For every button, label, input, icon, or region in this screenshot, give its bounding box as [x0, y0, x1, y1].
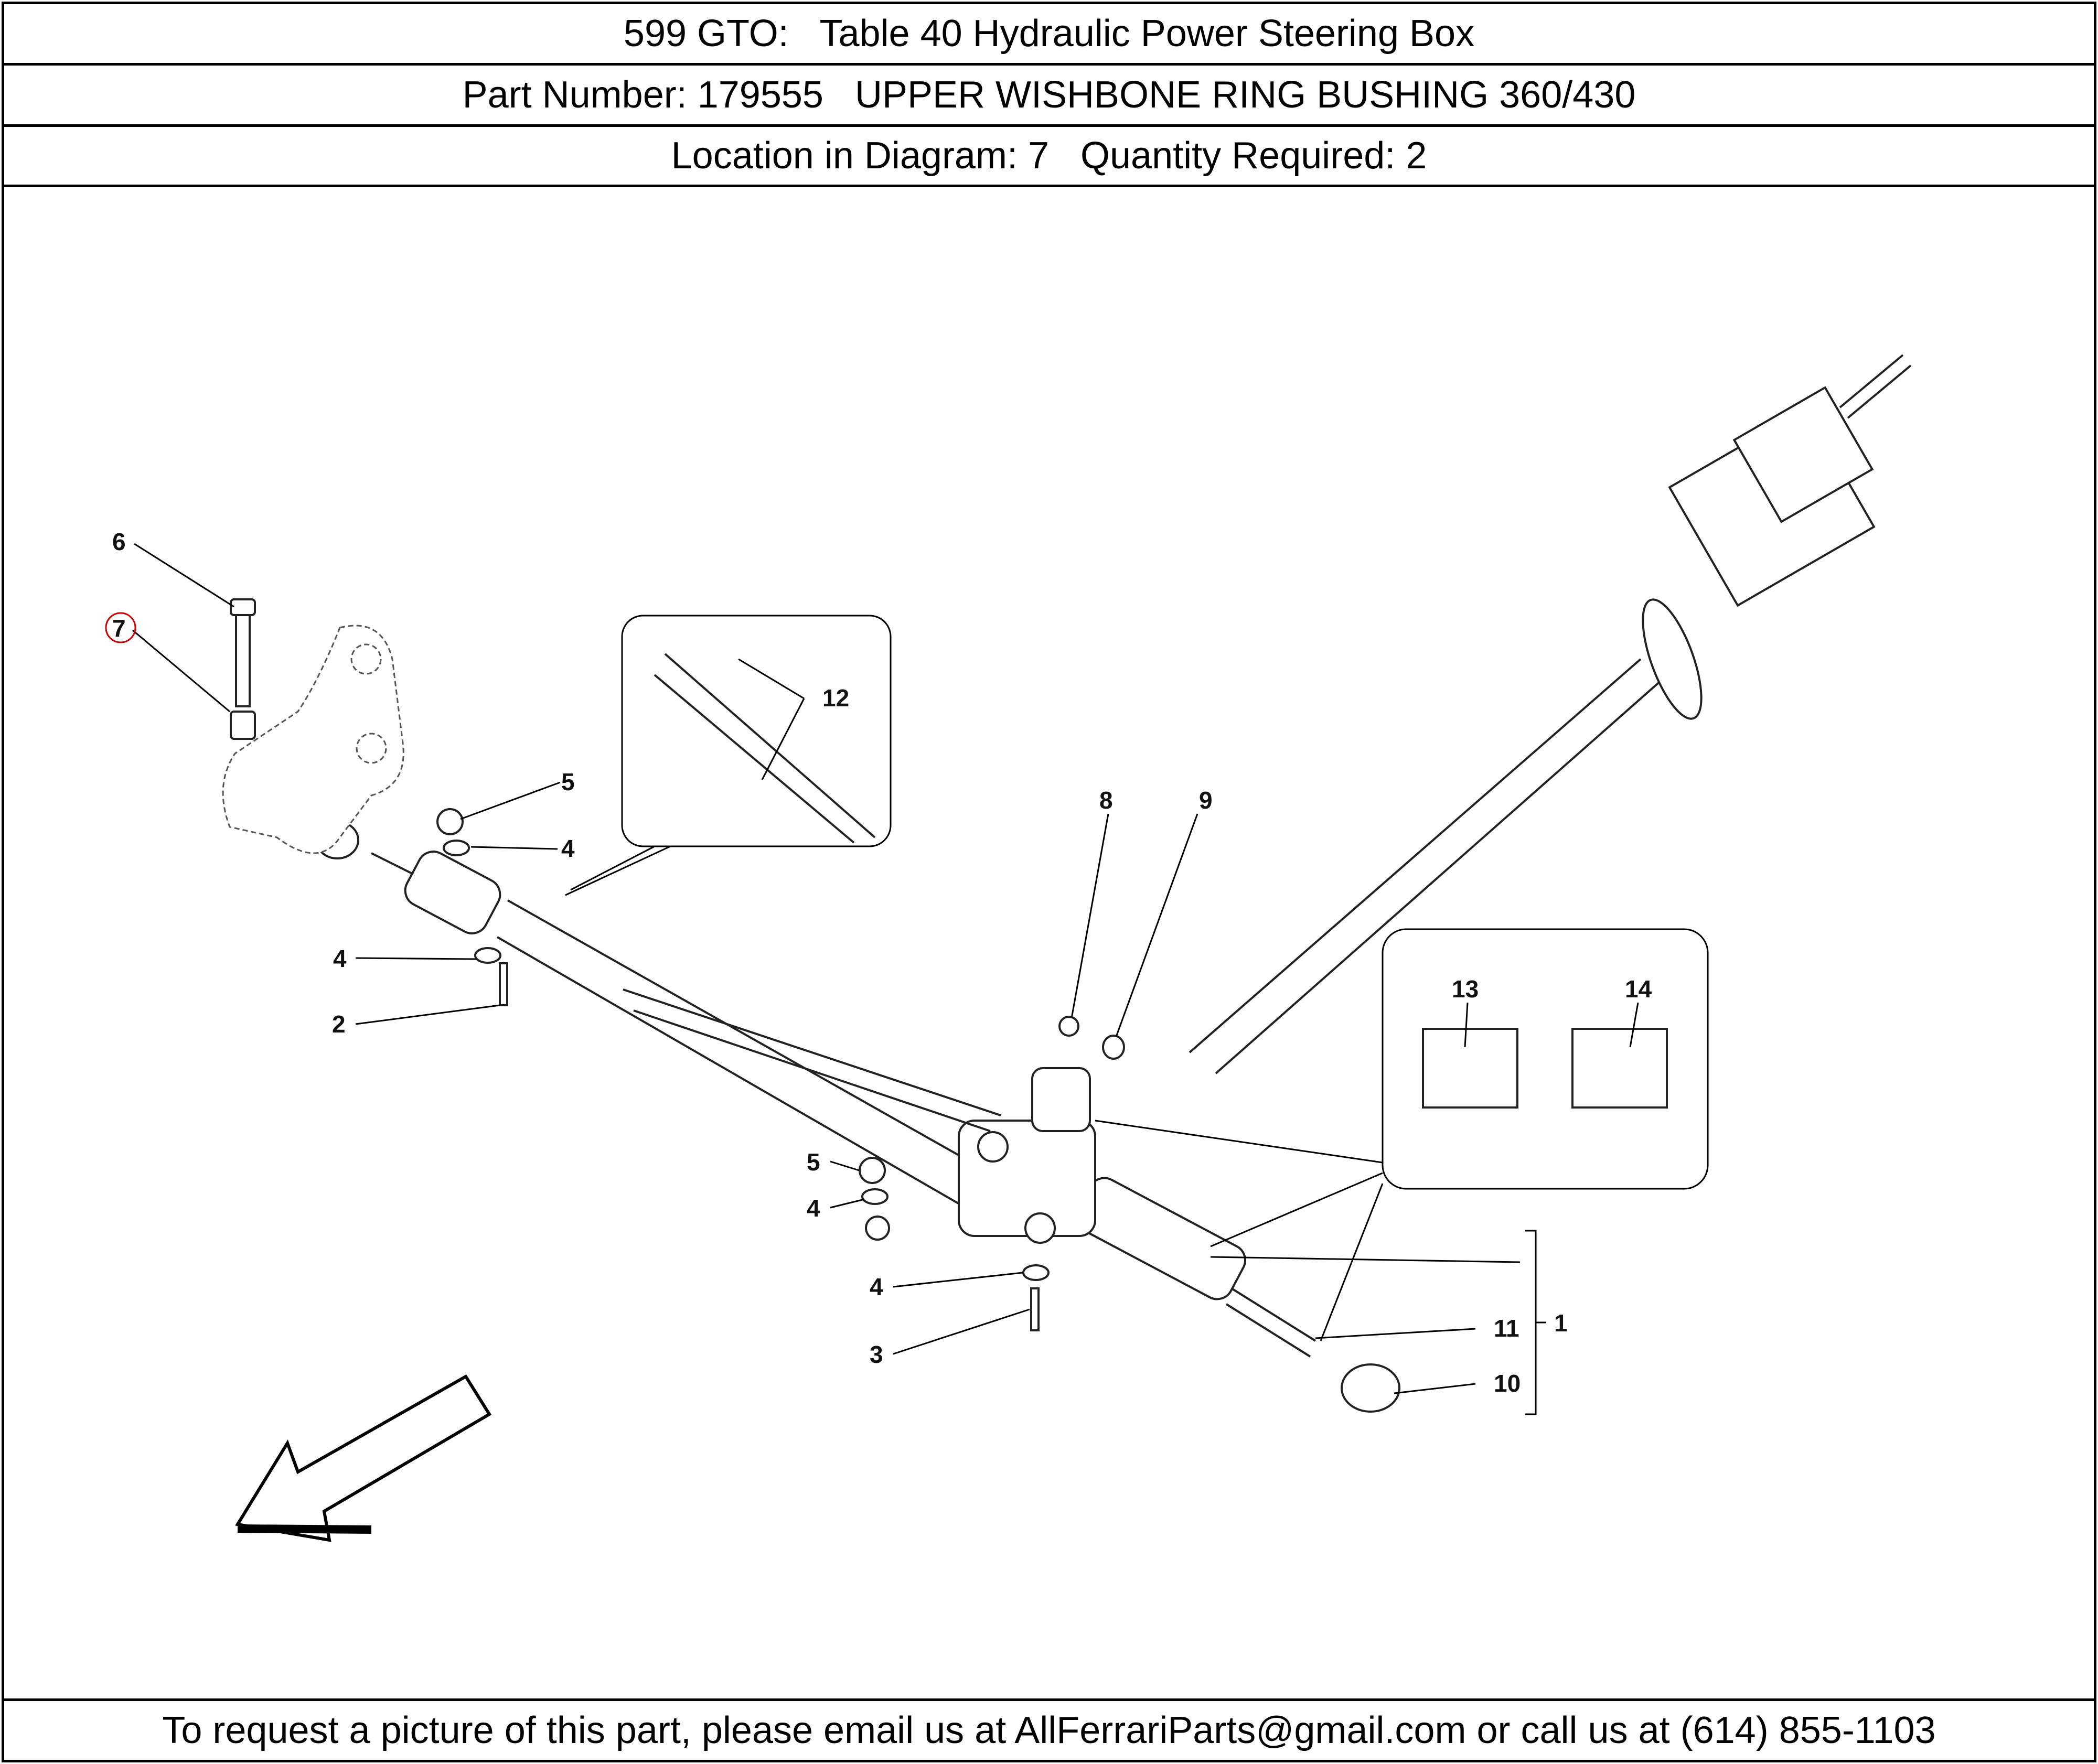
callout-3: 3 — [870, 1341, 883, 1368]
callout-6: 6 — [112, 528, 126, 555]
group-bracket — [1525, 1230, 1546, 1415]
leader-lines — [132, 543, 1639, 1394]
steering-column — [1189, 354, 1912, 1074]
location-line: Location in Diagram: 7 Quantity Required… — [4, 127, 2094, 187]
callout-4-bottom: 4 — [870, 1273, 883, 1300]
callout-8: 8 — [1099, 787, 1113, 814]
steering-box-housing — [623, 988, 1096, 1244]
callout-1: 1 — [1554, 1309, 1568, 1337]
callout-4-upper: 4 — [561, 835, 575, 862]
callout-5-lower: 5 — [807, 1148, 820, 1176]
callout-12: 12 — [822, 684, 849, 712]
steering-rack — [315, 821, 1400, 1413]
callout-labels: 6 7 5 4 4 2 12 8 9 13 14 5 4 4 3 11 10 1 — [105, 528, 1652, 1397]
contact-footer: To request a picture of this part, pleas… — [4, 1698, 2094, 1760]
bolt-and-bushing — [230, 598, 256, 740]
callout-7: 7 — [112, 615, 126, 642]
direction-arrow — [235, 1374, 492, 1542]
callout-13: 13 — [1452, 975, 1479, 1003]
part-number-line: Part Number: 179555 UPPER WISHBONE RING … — [4, 66, 2094, 127]
callout-14: 14 — [1625, 975, 1652, 1003]
callout-11: 11 — [1494, 1315, 1519, 1342]
callout-9: 9 — [1199, 787, 1213, 814]
hub-carrier — [222, 625, 404, 854]
callout-10: 10 — [1494, 1370, 1521, 1397]
direction-arrow-shadow — [237, 1524, 372, 1534]
callout-4-lower: 4 — [807, 1195, 820, 1222]
callout-2: 2 — [332, 1010, 346, 1038]
fasteners — [436, 808, 1125, 1331]
page-title: 599 GTO: Table 40 Hydraulic Power Steeri… — [4, 4, 2094, 66]
callout-4-left: 4 — [333, 945, 347, 972]
callout-5-upper: 5 — [561, 768, 575, 795]
steering-box-diagram: 6 7 5 4 4 2 12 8 9 13 14 5 4 4 3 11 10 1 — [105, 354, 1912, 1542]
detail-inset-13-14 — [1095, 928, 1709, 1341]
callout-7-highlight-ring — [105, 612, 136, 643]
detail-inset-12 — [565, 615, 892, 896]
